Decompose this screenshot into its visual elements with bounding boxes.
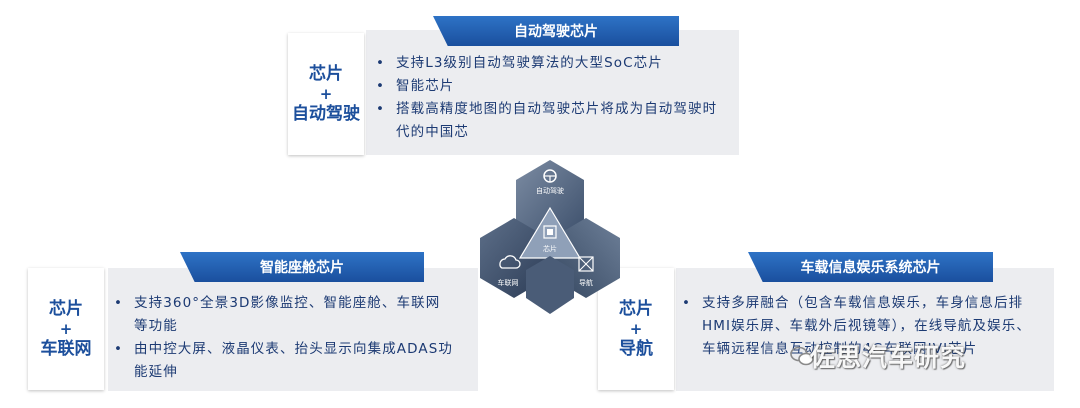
badge-plus: +	[629, 320, 643, 338]
hex-middle-label: 芯片	[543, 245, 557, 253]
infotainment-bullets: 支持多屏融合（包含车载信息娱乐，车身信息后排HMI娱乐屏、车载外后视镜等），在线…	[676, 292, 1042, 361]
hex-top-label: 自动驾驶	[536, 187, 564, 195]
badge-line1: 芯片	[49, 299, 83, 319]
wechat-icon	[790, 346, 814, 366]
navigation-icon	[578, 256, 594, 272]
badge-plus: +	[319, 85, 333, 103]
badge-plus: +	[59, 320, 73, 338]
center-hex-cluster: 自动驾驶 芯片 车联网 导航	[476, 158, 624, 318]
infotainment-title: 车载信息娱乐系统芯片	[748, 252, 993, 282]
cloud-icon	[499, 255, 521, 269]
autonomous-driving-badge: 芯片 + 自动驾驶	[288, 33, 364, 155]
bullet-item: 支持360°全景3D影像监控、智能座舱、车联网等功能	[108, 292, 453, 338]
badge-line1: 芯片	[309, 64, 343, 84]
autonomous-driving-bullets: 支持L3级别自动驾驶算法的大型SoC芯片 智能芯片 搭载高精度地图的自动驾驶芯片…	[370, 52, 726, 144]
infotainment-badge: 芯片 + 导航	[598, 268, 674, 390]
smart-cockpit-badge: 芯片 + 车联网	[28, 268, 104, 390]
hex-top	[516, 160, 584, 240]
bullet-item: 支持L3级别自动驾驶算法的大型SoC芯片	[370, 52, 726, 75]
badge-line1: 芯片	[619, 299, 653, 319]
bullet-item: 支持多屏融合（包含车载信息娱乐，车身信息后排HMI娱乐屏、车载外后视镜等），在线…	[676, 292, 1042, 361]
watermark-text: 佐思汽车研究	[810, 343, 967, 372]
badge-line2: 导航	[619, 339, 653, 359]
chip-icon	[543, 225, 557, 239]
smart-cockpit-bullets: 支持360°全景3D影像监控、智能座舱、车联网等功能 由中控大屏、液晶仪表、抬头…	[108, 292, 453, 384]
hex-graphic	[480, 160, 620, 314]
badge-line2: 自动驾驶	[292, 104, 360, 124]
hex-left-label: 车联网	[497, 279, 519, 287]
bullet-item: 智能芯片	[370, 75, 726, 98]
hex-bottom	[526, 256, 574, 314]
bullet-item: 搭载高精度地图的自动驾驶芯片将成为自动驾驶时代的中国芯	[370, 98, 726, 144]
smart-cockpit-title: 智能座舱芯片	[180, 252, 424, 282]
hex-right-label: 导航	[579, 279, 593, 287]
badge-line2: 车联网	[40, 339, 92, 359]
bullet-item: 由中控大屏、液晶仪表、抬头显示向集成ADAS功能延伸	[108, 338, 453, 384]
autonomous-driving-title: 自动驾驶芯片	[433, 16, 679, 46]
